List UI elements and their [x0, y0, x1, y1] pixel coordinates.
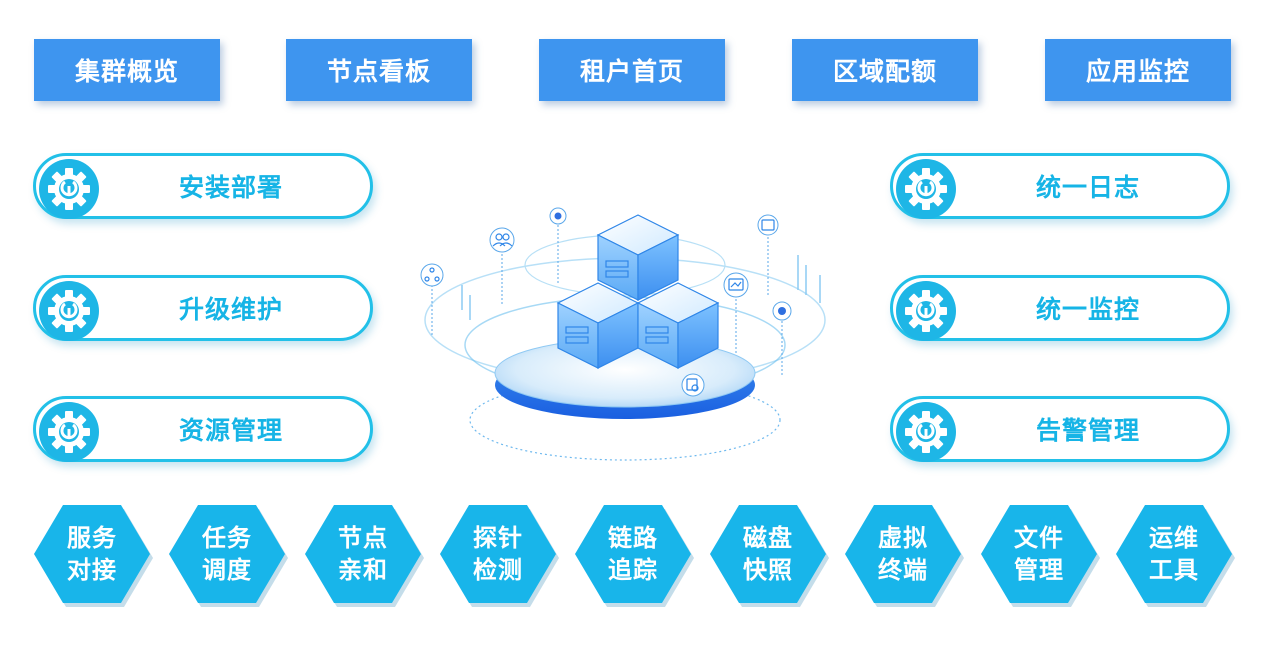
feature-label-line1: 节点	[338, 524, 388, 552]
feature-label-line1: 任务	[202, 524, 252, 552]
feature-label-line1: 运维	[1149, 524, 1199, 552]
feature-label-line2: 追踪	[608, 556, 658, 584]
gear-wrench-icon	[896, 281, 956, 341]
module-resource-manage[interactable]: 资源管理	[33, 396, 373, 462]
feature-label-line1: 链路	[608, 524, 658, 552]
module-install-deploy[interactable]: 安装部署	[33, 153, 373, 219]
tab-cluster-overview[interactable]: 集群概览	[34, 39, 220, 101]
feature-label-line2: 快照	[743, 556, 793, 584]
feature-ops-tools[interactable]: 运维 工具	[1116, 505, 1232, 603]
server-cubes-icon	[420, 207, 826, 461]
module-unified-log[interactable]: 统一日志	[890, 153, 1230, 219]
feature-label-line2: 工具	[1149, 556, 1199, 584]
module-label: 告警管理	[1035, 416, 1140, 445]
module-label: 资源管理	[178, 416, 283, 445]
feature-label-line1: 文件	[1014, 524, 1064, 552]
gear-wrench-icon	[39, 159, 99, 219]
tab-region-quota[interactable]: 区域配额	[792, 39, 978, 101]
module-label: 统一监控	[1035, 295, 1140, 324]
feature-label-line1: 探针	[473, 524, 523, 552]
gear-wrench-icon	[896, 402, 956, 462]
module-label: 升级维护	[178, 295, 283, 324]
feature-label-line2: 亲和	[338, 556, 388, 584]
module-label: 安装部署	[178, 173, 283, 202]
feature-label-line1: 服务	[67, 524, 117, 552]
module-upgrade-maintain[interactable]: 升级维护	[33, 275, 373, 341]
feature-label-line2: 检测	[473, 556, 523, 584]
module-unified-monitor[interactable]: 统一监控	[890, 275, 1230, 341]
feature-label-line2: 对接	[67, 556, 117, 584]
feature-label-line2: 调度	[202, 556, 252, 584]
gear-wrench-icon	[39, 402, 99, 462]
tab-tenant-home[interactable]: 租户首页	[539, 39, 725, 101]
module-alert-manage[interactable]: 告警管理	[890, 396, 1230, 462]
feature-label-line2: 终端	[878, 556, 928, 584]
feature-label-line1: 磁盘	[743, 524, 793, 552]
gear-wrench-icon	[39, 281, 99, 341]
feature-label-line2: 管理	[1014, 556, 1064, 584]
feature-label-line1: 虚拟	[878, 524, 928, 552]
tab-app-monitor[interactable]: 应用监控	[1045, 39, 1231, 101]
tab-node-board[interactable]: 节点看板	[286, 39, 472, 101]
module-label: 统一日志	[1035, 173, 1140, 202]
gear-wrench-icon	[896, 159, 956, 219]
